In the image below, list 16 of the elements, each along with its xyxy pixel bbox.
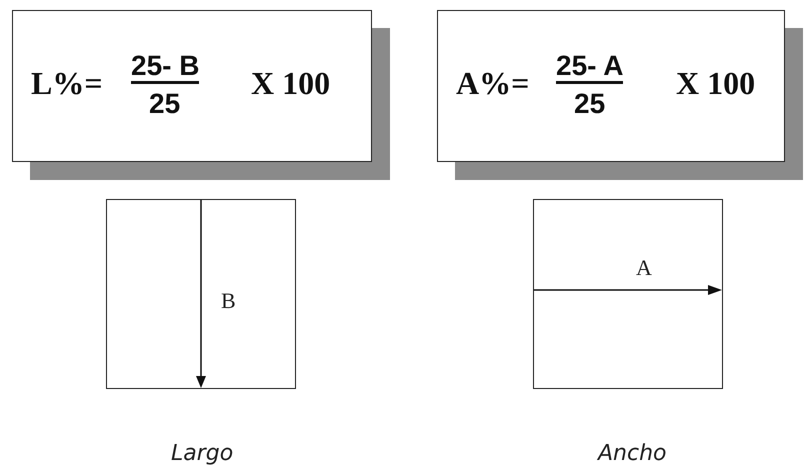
dimension-label: A	[636, 255, 652, 281]
fraction-numerator: 25- A	[556, 51, 624, 84]
formula-text: X 100	[676, 65, 756, 101]
formula-text: A%=	[456, 65, 530, 101]
dimension-label: B	[221, 288, 236, 314]
formula-text: X 100	[251, 65, 330, 101]
fraction-numerator: 25- B	[131, 51, 200, 84]
formula-box	[437, 10, 785, 162]
fraction-denominator: 25	[149, 89, 180, 119]
node-label: Ancho	[598, 441, 666, 466]
node-label: Largo	[171, 441, 234, 466]
formula-text: L%=	[31, 65, 103, 101]
square-box	[533, 199, 723, 389]
square-box	[106, 199, 296, 389]
formula-box	[12, 10, 372, 162]
fraction-denominator: 25	[574, 89, 606, 119]
